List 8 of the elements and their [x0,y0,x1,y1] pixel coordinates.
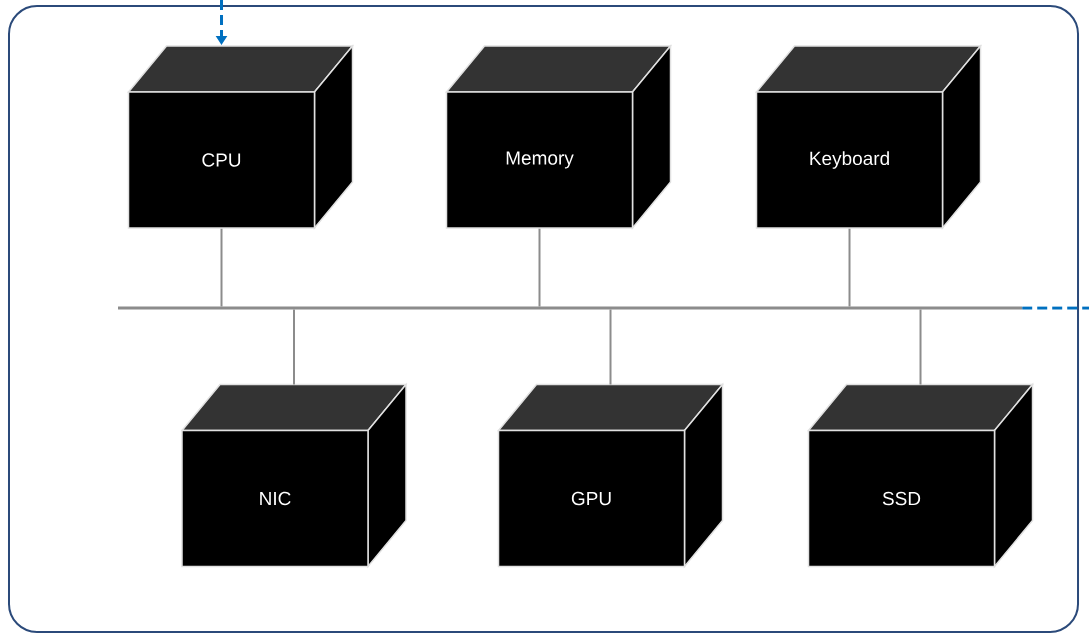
bus-line [118,306,1022,310]
connector-line [919,308,922,386]
connector-line [220,227,223,308]
connector-line [609,308,612,386]
connector-line [293,308,295,386]
connector-line [538,227,541,308]
connector-line [848,227,851,308]
connector-line [1022,306,1089,310]
